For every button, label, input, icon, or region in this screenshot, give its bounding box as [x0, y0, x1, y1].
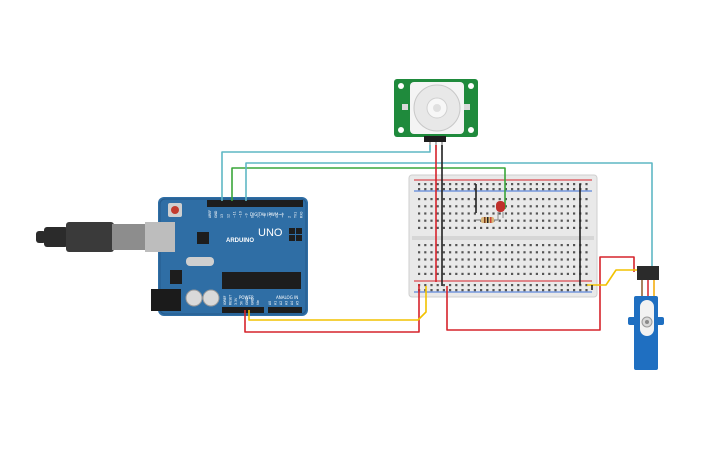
- usb-port: [145, 222, 175, 252]
- pin-label: ~5: [269, 213, 273, 218]
- wire-yellow: [587, 269, 638, 286]
- pin-label: GND: [251, 297, 255, 305]
- pin-label: Vin: [256, 300, 260, 305]
- pin-label: IOREF: [223, 295, 227, 305]
- wire-red: [446, 256, 635, 331]
- pin-label: RX0: [300, 212, 304, 218]
- breadboard[interactable]: [408, 174, 598, 298]
- pin-label: A0: [268, 301, 272, 305]
- analog-label: ANALOG IN: [276, 295, 298, 300]
- analog-header[interactable]: [268, 307, 302, 313]
- pin-label: 4: [275, 216, 279, 218]
- pin-label: ~6: [263, 213, 267, 218]
- pin-label: A1: [274, 301, 278, 305]
- pin-label: AREF: [208, 210, 212, 218]
- wire-green: [231, 167, 506, 209]
- pin-label: 13: [220, 214, 224, 218]
- wire-teal: [245, 162, 653, 270]
- pin-label: ~3: [281, 213, 285, 218]
- servo-motor[interactable]: [628, 266, 664, 370]
- capacitor: [185, 289, 203, 307]
- pin-label: A5: [296, 301, 300, 305]
- pin-label: TX1: [293, 212, 297, 219]
- led-body: [496, 201, 505, 212]
- pin-label: A4: [290, 301, 294, 305]
- pin-label: GND: [245, 297, 249, 305]
- wire-teal: [221, 145, 431, 201]
- pin-label: 12: [226, 214, 230, 218]
- pin-label: A3: [285, 301, 289, 305]
- pin-label: GND: [214, 210, 218, 218]
- pin-label: 8: [251, 216, 255, 218]
- power-header[interactable]: [222, 307, 264, 313]
- pir-motion-sensor[interactable]: [394, 79, 478, 150]
- arduino-board[interactable]: DIGITAL (PWM~) ARDUINO UNO POWER ANALOG …: [145, 197, 308, 316]
- pin-label: A2: [279, 301, 283, 305]
- led[interactable]: [496, 201, 505, 220]
- arduino-brand: ARDUINO: [226, 238, 254, 244]
- microcontroller-chip: [222, 272, 301, 289]
- digital-label: DIGITAL (PWM~): [250, 212, 284, 217]
- pin-label: ~10: [239, 211, 243, 218]
- pin-label: 3.3V: [234, 297, 238, 305]
- power-label: POWER: [239, 295, 254, 300]
- pin-label: ~9: [245, 213, 249, 218]
- servo-connector: [637, 266, 659, 280]
- pin-label: ~11: [232, 211, 236, 218]
- power-jack: [151, 289, 181, 311]
- pin-label: 5V: [240, 300, 244, 305]
- pin-label: 2: [287, 216, 291, 218]
- pin-label: 7: [257, 216, 261, 218]
- wires: [221, 145, 653, 333]
- digital-header[interactable]: [207, 200, 303, 207]
- capacitor: [202, 289, 220, 307]
- arduino-model: UNO: [258, 227, 283, 239]
- breadboard-holes[interactable]: [418, 183, 588, 292]
- pin-label: RESET: [229, 295, 233, 305]
- wire-red: [244, 284, 420, 333]
- wire-yellow: [248, 286, 427, 321]
- resistor[interactable]: [476, 217, 498, 223]
